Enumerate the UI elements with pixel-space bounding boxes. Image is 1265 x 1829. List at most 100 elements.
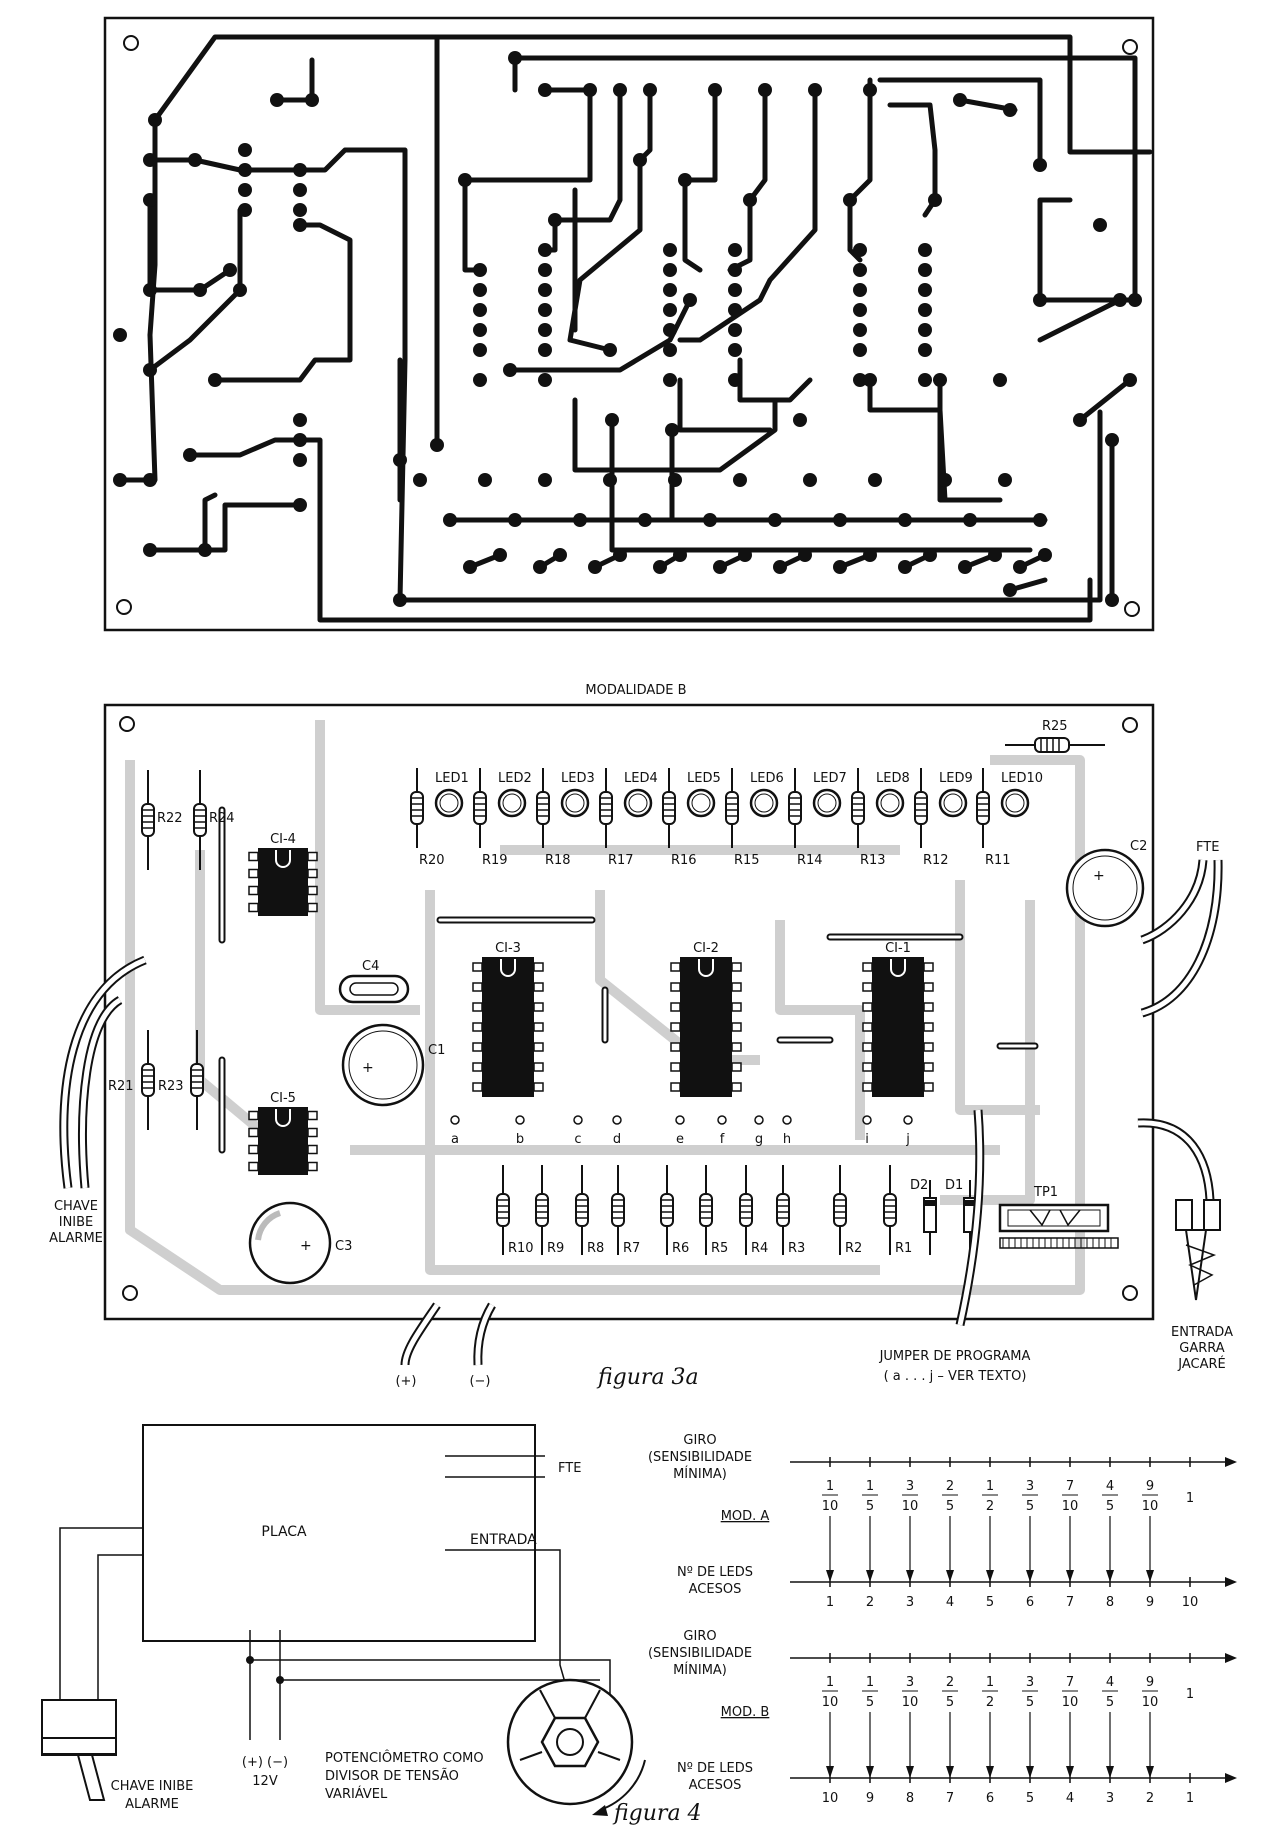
label-led-4: LED4	[624, 771, 658, 786]
pad-54	[1113, 293, 1127, 307]
pad-111	[768, 513, 782, 527]
pad-39	[758, 83, 772, 97]
resistor-r4	[739, 1165, 753, 1255]
track-0	[152, 34, 1153, 155]
fraction-den-1: 5	[866, 1499, 874, 1514]
label-jumper-h: h	[783, 1132, 791, 1147]
pad-66	[538, 323, 552, 337]
label-r1: R1	[895, 1241, 912, 1256]
pad-15	[198, 543, 212, 557]
pad-94	[918, 323, 932, 337]
pad-126	[773, 560, 787, 574]
label-r24: R24	[209, 811, 235, 826]
pad-24	[293, 218, 307, 232]
pad-145	[668, 473, 682, 487]
fraction-num-4: 1	[986, 1479, 994, 1494]
label-r2: R2	[845, 1241, 862, 1256]
pad-13	[113, 473, 127, 487]
fraction-den-1: 5	[866, 1695, 874, 1710]
pad-52	[1093, 218, 1107, 232]
giro-arrow-icon	[1225, 1457, 1237, 1467]
plus-minus-label: (+) (−)	[242, 1755, 288, 1770]
pad-141	[413, 473, 427, 487]
pad-64	[538, 283, 552, 297]
label-c3: C3	[335, 1239, 352, 1254]
resistor-r12	[914, 768, 928, 848]
pad-14	[143, 543, 157, 557]
resistor-r6	[660, 1165, 674, 1255]
label-r10: R10	[508, 1241, 534, 1256]
trimpot-tp1	[998, 1203, 1119, 1249]
pad-128	[833, 560, 847, 574]
fraction-num-6: 7	[1066, 1675, 1074, 1690]
leds-value-3: 7	[946, 1791, 954, 1806]
pad-50	[843, 193, 857, 207]
pad-143	[538, 473, 552, 487]
label-r6: R6	[672, 1241, 689, 1256]
pad-4	[188, 153, 202, 167]
label-r16: R16	[671, 853, 697, 868]
pad-21	[293, 163, 307, 177]
fraction-den-8: 10	[1142, 1499, 1159, 1514]
pad-63	[538, 263, 552, 277]
pad-6	[143, 283, 157, 297]
fraction-den-8: 10	[1142, 1695, 1159, 1710]
pad-23	[293, 203, 307, 217]
leds-value-0: 1	[826, 1595, 834, 1610]
pad-0	[148, 113, 162, 127]
label-ci-1: CI-1	[885, 941, 911, 956]
label-r7: R7	[623, 1241, 640, 1256]
leds-value-3: 4	[946, 1595, 954, 1610]
label-led-6: LED6	[750, 771, 784, 786]
svg-text:JACARÉ: JACARÉ	[1177, 1356, 1226, 1372]
leds-value-4: 5	[986, 1595, 994, 1610]
pad-42	[953, 93, 967, 107]
pad-12	[143, 473, 157, 487]
jumper-wire: JUMPER DE PROGRAMA ( a . . . j – VER TEX…	[879, 1109, 1031, 1384]
led-7	[812, 788, 842, 818]
pad-49	[743, 193, 757, 207]
chave-inibe-alarme-label: CHAVE INIBE ALARME	[49, 1199, 103, 1246]
mod-label: MOD. B	[721, 1705, 770, 1720]
pad-114	[963, 513, 977, 527]
resistor-r16	[662, 768, 676, 848]
arrow-head-icon-3	[946, 1570, 954, 1582]
pad-136	[1003, 583, 1017, 597]
pad-132	[958, 560, 972, 574]
label-r18: R18	[545, 853, 571, 868]
label-ci-2: CI-2	[693, 941, 719, 956]
pad-122	[653, 560, 667, 574]
fraction-den-5: 5	[1026, 1499, 1034, 1514]
label-led-1: LED1	[435, 771, 469, 786]
pad-35	[583, 83, 597, 97]
label-c1: C1	[428, 1043, 445, 1058]
pad-84	[853, 263, 867, 277]
chave-inibe-alarme-wires	[59, 955, 147, 1189]
pad-2	[270, 93, 284, 107]
resistor-r18	[536, 768, 550, 848]
arrow-head-icon-8	[1146, 1570, 1154, 1582]
svg-text:DIVISOR DE TENSÃO: DIVISOR DE TENSÃO	[325, 1768, 459, 1784]
fraction-den-0: 10	[822, 1499, 839, 1514]
arrow-head-icon-6	[1066, 1570, 1074, 1582]
pad-142	[478, 473, 492, 487]
label-jumper-g: g	[755, 1132, 763, 1147]
label-jumper-i: i	[865, 1132, 869, 1147]
svg-text:GARRA: GARRA	[1179, 1341, 1225, 1356]
label-ci-5: CI-5	[270, 1091, 296, 1106]
pad-119	[553, 548, 567, 562]
figure-3a-caption: figura 3a	[596, 1365, 699, 1390]
pad-98	[603, 343, 617, 357]
label-r4: R4	[751, 1241, 768, 1256]
led-6	[749, 788, 779, 818]
fraction-num-0: 1	[826, 1675, 834, 1690]
pad-33	[508, 51, 522, 65]
pad-30	[393, 593, 407, 607]
pad-83	[853, 243, 867, 257]
label-c4: C4	[362, 959, 379, 974]
resistor-r19	[473, 768, 487, 848]
fraction-den-4: 2	[986, 1499, 994, 1514]
pad-92	[918, 283, 932, 297]
capacitor-c2: +	[1065, 848, 1145, 928]
